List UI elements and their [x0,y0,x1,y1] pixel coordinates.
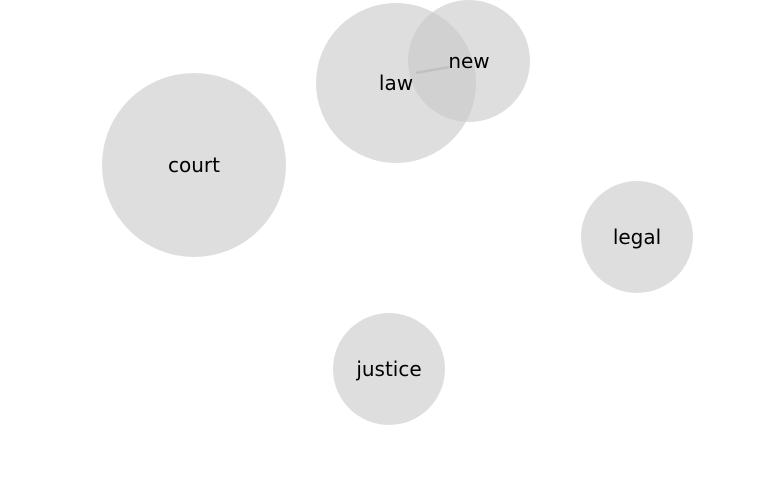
bubble-new [408,0,530,122]
bubble-label-new: new [448,49,489,73]
bubble-label-justice: justice [355,357,421,381]
bubble-legal [581,181,693,293]
nodes-layer [102,0,693,425]
bubble-justice [333,313,445,425]
bubble-label-law: law [379,71,413,95]
bubble-label-legal: legal [613,225,661,249]
bubble-label-court: court [168,153,220,177]
bubble-court [102,73,286,257]
labels-layer: court law new legal justice [168,49,661,381]
